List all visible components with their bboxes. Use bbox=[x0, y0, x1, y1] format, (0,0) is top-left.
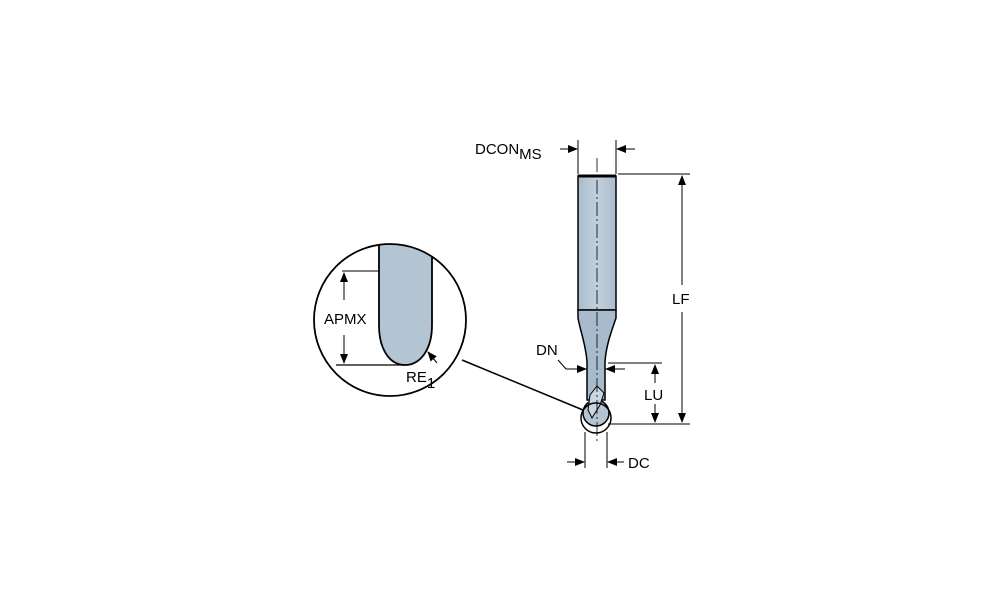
detail-tool-tip bbox=[378, 244, 433, 366]
end-mill bbox=[577, 174, 617, 434]
dn-label: DN bbox=[536, 342, 558, 359]
apmx-label: APMX bbox=[324, 311, 367, 328]
dcon-dimension bbox=[560, 140, 635, 174]
dcon-label: DCONMS bbox=[475, 141, 542, 163]
dc-label: DC bbox=[628, 455, 650, 472]
neck bbox=[577, 309, 617, 401]
dc-dimension bbox=[567, 432, 624, 468]
re-leader bbox=[427, 351, 438, 364]
dn-dimension bbox=[557, 359, 625, 373]
lu-dimension bbox=[608, 362, 662, 423]
re-label: RE1 bbox=[406, 369, 435, 392]
lu-label: LU bbox=[644, 387, 663, 404]
detail-view: APMX RE1 bbox=[313, 243, 467, 397]
lf-dimension bbox=[608, 173, 690, 425]
detail-marker-circle bbox=[580, 402, 612, 434]
lf-label: LF bbox=[672, 291, 690, 308]
detail-leader bbox=[461, 359, 584, 411]
